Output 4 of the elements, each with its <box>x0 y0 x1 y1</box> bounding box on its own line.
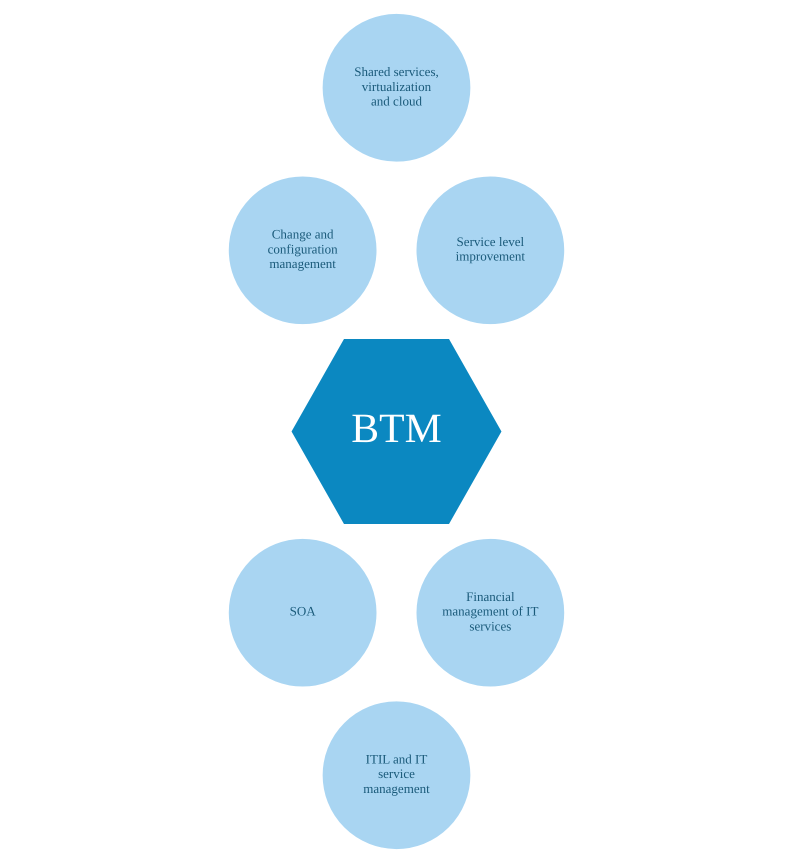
node-circle: ITIL and IT service management <box>320 698 472 852</box>
node-circle: Change and configuration management <box>226 174 379 327</box>
node-circle: SOA <box>226 536 379 690</box>
node-circle: Shared services, virtualization and cloud <box>320 11 472 164</box>
